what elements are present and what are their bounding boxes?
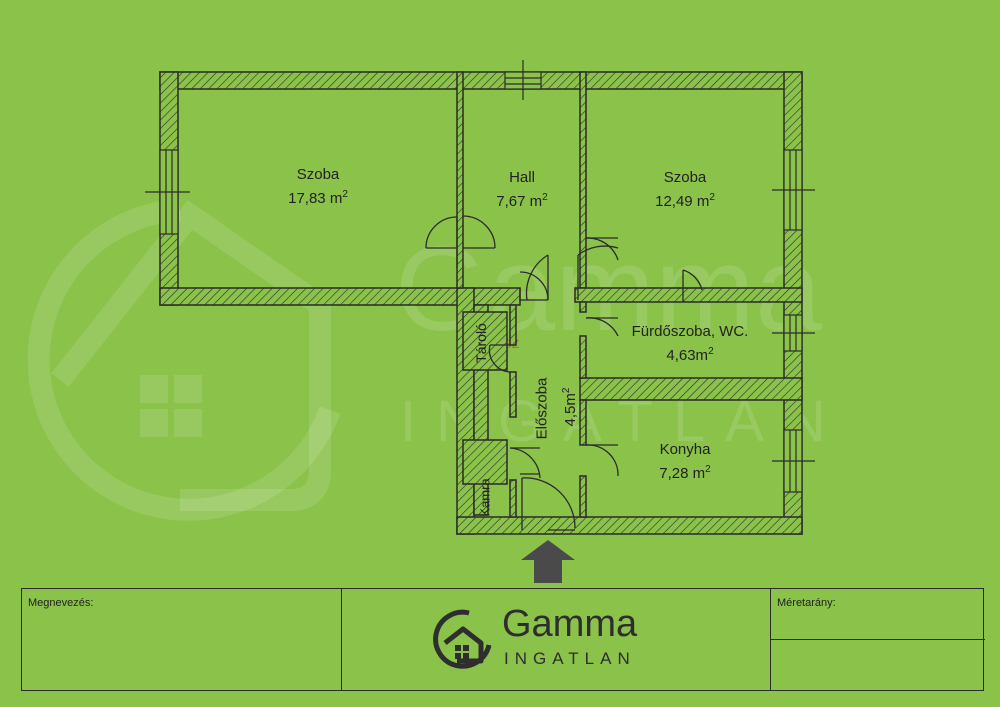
scale-divider (771, 639, 985, 640)
room-furdoszoba: Fürdőszoba, WC. 4,63m2 (610, 322, 770, 366)
room-konyha: Konyha 7,28 m2 (625, 440, 745, 484)
room-eloszoba-area: 4,5m2 (561, 387, 579, 427)
room-area: 4,63m2 (666, 346, 714, 364)
room-tarolo: Tároló (473, 323, 489, 363)
room-name: Konyha (659, 441, 711, 458)
windows (145, 60, 815, 493)
entrance-arrow-icon (521, 540, 575, 583)
title-block: Megnevezés: Gamma INGATLAN Méretarány: (21, 588, 985, 691)
name-cell: Megnevezés: (22, 589, 342, 690)
room-szoba-2: Szoba 12,49 m2 (625, 168, 745, 212)
room-kamra: Kamra (477, 478, 493, 517)
room-area: 7,28 m2 (659, 464, 711, 482)
scale-cell: Méretarány: (770, 589, 985, 690)
room-area: 7,67 m2 (496, 192, 548, 210)
room-name: Hall (509, 169, 535, 186)
doors (425, 215, 703, 531)
scale-label: Méretarány: (777, 597, 836, 609)
logo-brand: Gamma (502, 603, 638, 645)
gamma-logo-icon (433, 609, 492, 669)
room-name: Szoba (663, 169, 707, 186)
room-eloszoba: Előszoba (534, 359, 551, 459)
room-name: Szoba (296, 166, 340, 183)
logo-sub: INGATLAN (504, 649, 636, 668)
room-name: Előszoba (533, 377, 551, 440)
room-name: Fürdőszoba, WC. (631, 323, 749, 340)
room-area: 12,49 m2 (655, 192, 715, 210)
logo-cell: Gamma INGATLAN (342, 589, 770, 690)
room-area: 17,83 m2 (288, 189, 348, 207)
room-szoba-1: Szoba 17,83 m2 (258, 165, 378, 209)
name-label: Megnevezés: (28, 597, 94, 609)
walls (159, 71, 803, 535)
room-hall: Hall 7,67 m2 (462, 168, 582, 212)
